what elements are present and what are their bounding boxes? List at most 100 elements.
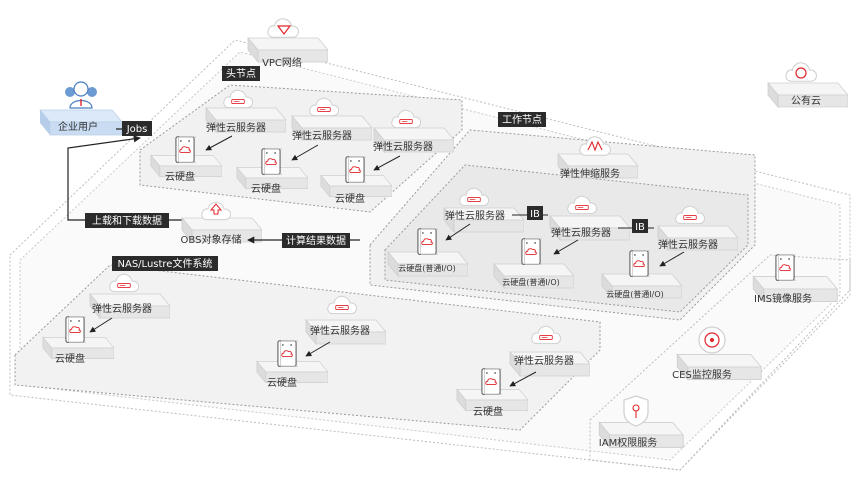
tag-work-node: 工作节点 (498, 112, 546, 127)
disk-icon (417, 228, 438, 255)
vpc-service[interactable]: VPC网络 (247, 18, 328, 69)
svg-text:OBS对象存储: OBS对象存储 (181, 233, 242, 246)
svg-text:弹性云服务器: 弹性云服务器 (292, 129, 352, 142)
work-ecs-2[interactable]: 弹性云服务器 (549, 195, 630, 241)
server-icon (575, 204, 589, 211)
public-cloud-service[interactable]: 公有云 (767, 62, 848, 108)
nas-evs-1[interactable]: 云硬盘 (42, 316, 114, 365)
svg-text:云硬盘: 云硬盘 (55, 352, 85, 365)
svg-text:弹性云服务器: 弹性云服务器 (445, 209, 505, 222)
ims-service[interactable]: IMS镜像服务 (752, 254, 838, 305)
key-icon (623, 395, 649, 427)
svg-text:工作节点: 工作节点 (502, 114, 542, 126)
server-icon (539, 334, 553, 341)
svg-text:计算结果数据: 计算结果数据 (286, 234, 346, 247)
vpc-cloud-icon (267, 18, 299, 38)
svg-text:弹性云服务器: 弹性云服务器 (206, 121, 266, 134)
svg-text:弹性云服务器: 弹性云服务器 (658, 238, 718, 251)
svg-text:弹性云服务器: 弹性云服务器 (373, 140, 433, 153)
side-services-region (589, 254, 851, 471)
enterprise-user[interactable]: 企业用户 (39, 81, 123, 136)
svg-text:IB: IB (635, 222, 645, 233)
server-icon (317, 106, 331, 113)
svg-text:弹性云服务器: 弹性云服务器 (310, 324, 370, 337)
svg-text:IAM权限服务: IAM权限服务 (599, 436, 657, 449)
svg-text:VPC网络: VPC网络 (262, 56, 302, 69)
disk-icon (65, 316, 86, 343)
iam-service[interactable]: IAM权限服务 (599, 395, 684, 449)
work-ecs-1[interactable]: 弹性云服务器 (443, 187, 524, 233)
disk-icon (521, 238, 542, 265)
svg-text:弹性伸缩服务: 弹性伸缩服务 (560, 167, 620, 180)
nas-ecs-2[interactable]: 弹性云服务器 (305, 295, 386, 345)
disk-icon (277, 340, 298, 367)
upload-download-flow: 上载和下载数据 (67, 135, 200, 228)
upload-icon (209, 203, 223, 215)
scaling-icon (587, 140, 603, 152)
nas-evs-2[interactable]: 云硬盘 (256, 340, 328, 389)
server-icon (683, 214, 697, 221)
svg-text:弹性云服务器: 弹性云服务器 (551, 226, 611, 239)
disk-icon (629, 250, 650, 277)
obs-service[interactable]: OBS对象存储 (181, 201, 262, 246)
svg-text:云硬盘: 云硬盘 (267, 376, 297, 389)
svg-text:云硬盘: 云硬盘 (251, 182, 281, 195)
disk-icon (481, 368, 502, 395)
public-cloud-icon (795, 67, 807, 79)
tag-nas: NAS/Lustre文件系统 (112, 256, 218, 271)
svg-text:头节点: 头节点 (226, 68, 256, 80)
head-ecs-3[interactable]: 弹性云服务器 (373, 109, 454, 153)
server-icon (117, 282, 131, 289)
svg-text:云硬盘: 云硬盘 (473, 405, 503, 418)
ces-service[interactable]: CES监控服务 (672, 326, 762, 381)
svg-text:云硬盘(普通I/O): 云硬盘(普通I/O) (606, 289, 664, 299)
disk-icon (775, 254, 796, 281)
nas-ecs-1[interactable]: 弹性云服务器 (89, 273, 170, 319)
svg-text:IMS镜像服务: IMS镜像服务 (754, 292, 812, 305)
nas-ecs-3[interactable]: 弹性云服务器 (509, 325, 590, 377)
work-ecs-3[interactable]: 弹性云服务器 (657, 205, 738, 251)
server-icon (335, 304, 349, 311)
svg-text:NAS/Lustre文件系统: NAS/Lustre文件系统 (118, 257, 213, 270)
svg-text:弹性云服务器: 弹性云服务器 (92, 302, 152, 315)
disk-icon (175, 136, 196, 163)
autoscaling-service[interactable]: 弹性伸缩服务 (557, 136, 638, 180)
monitor-icon (698, 326, 726, 354)
ib-link-2: IB (618, 219, 654, 233)
work-evs-3[interactable]: 云硬盘(普通I/O) (601, 250, 682, 299)
compute-results-flow: 计算结果数据 (247, 233, 360, 248)
svg-text:CES监控服务: CES监控服务 (672, 368, 732, 381)
head-ecs-2[interactable]: 弹性云服务器 (291, 97, 372, 142)
vpc-icon (276, 25, 292, 35)
svg-text:IB: IB (530, 209, 540, 220)
work-links (445, 223, 685, 267)
svg-text:云硬盘(普通I/O): 云硬盘(普通I/O) (398, 263, 456, 273)
jobs-flow: Jobs (116, 121, 152, 136)
svg-text:企业用户: 企业用户 (58, 120, 98, 133)
head-ecs-1[interactable]: 弹性云服务器 (205, 89, 286, 134)
disk-icon (261, 148, 282, 175)
svg-text:云硬盘(普通I/O): 云硬盘(普通I/O) (502, 277, 560, 287)
svg-text:云硬盘: 云硬盘 (335, 192, 365, 205)
head-links (205, 135, 401, 171)
work-evs-2[interactable]: 云硬盘(普通I/O) (493, 238, 574, 289)
work-evs-1[interactable]: 云硬盘(普通I/O) (387, 228, 468, 277)
tag-head-node: 头节点 (222, 66, 260, 81)
ib-link-1: IB (512, 206, 548, 220)
svg-text:公有云: 公有云 (791, 94, 821, 107)
svg-text:云硬盘: 云硬盘 (165, 170, 195, 183)
server-icon (231, 98, 245, 105)
nas-evs-3[interactable]: 云硬盘 (456, 368, 528, 418)
disk-icon (345, 156, 366, 183)
nas-links (89, 317, 537, 387)
head-evs-3[interactable]: 云硬盘 (320, 156, 392, 205)
svg-text:上载和下载数据: 上载和下载数据 (92, 214, 162, 227)
head-evs-1[interactable]: 云硬盘 (150, 136, 222, 183)
user-icon (65, 81, 97, 109)
server-icon (467, 196, 481, 203)
server-icon (399, 118, 413, 125)
svg-text:弹性云服务器: 弹性云服务器 (514, 354, 574, 367)
svg-text:Jobs: Jobs (126, 124, 148, 135)
head-evs-2[interactable]: 云硬盘 (236, 148, 308, 195)
